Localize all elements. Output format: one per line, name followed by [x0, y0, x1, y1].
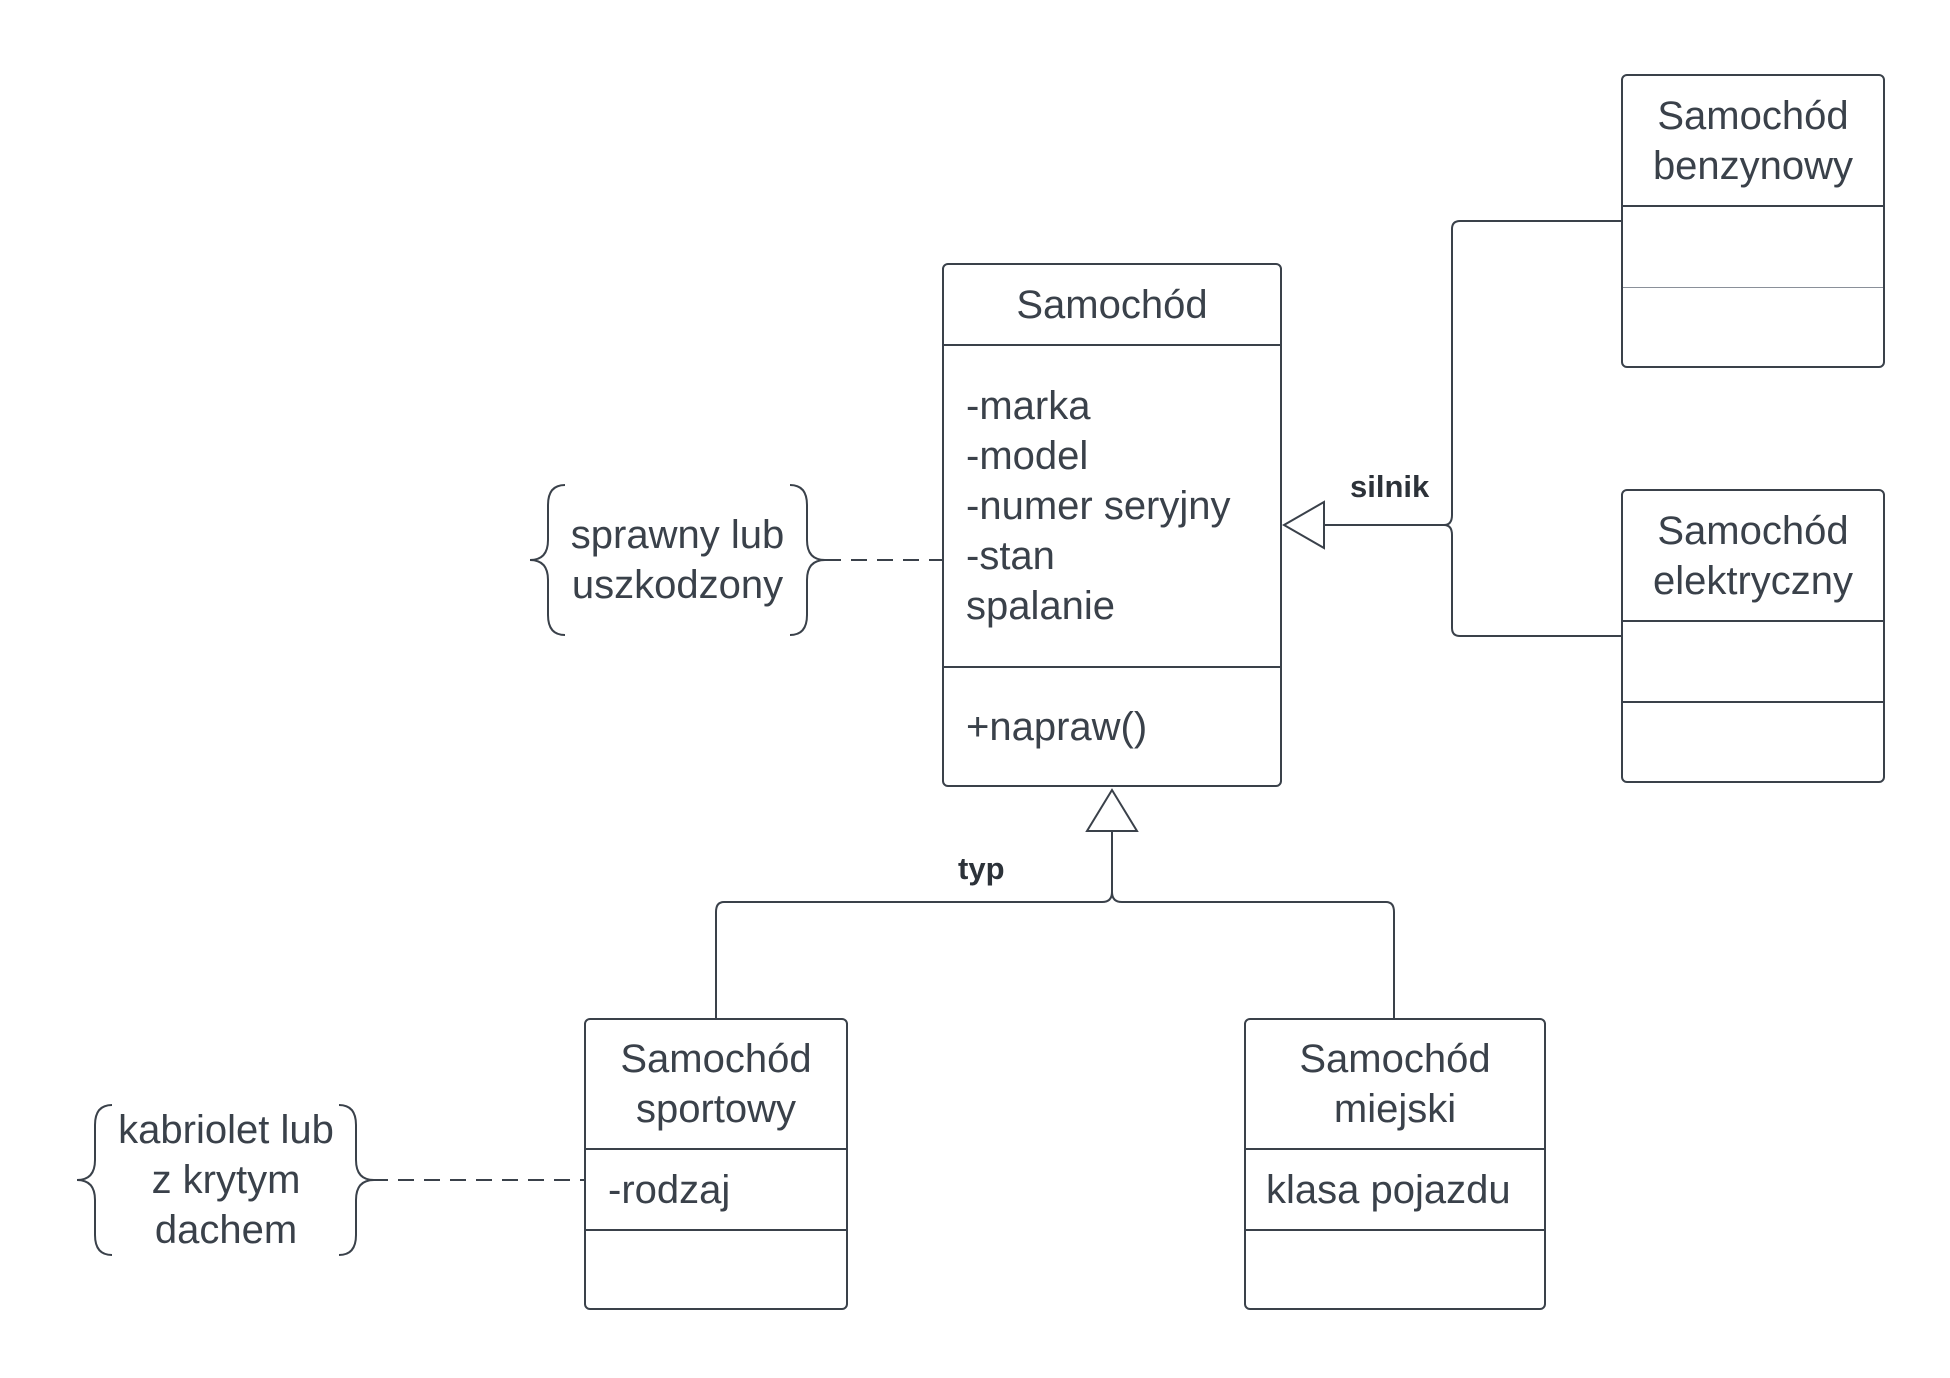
class-name-line-1: Samochód — [1299, 1037, 1491, 1081]
connector-miejski-to-samochod[interactable] — [1111, 891, 1395, 1018]
class-sportowy-attributes: -rodzaj — [586, 1150, 846, 1231]
class-elektryczny-name: Samochód elektryczny — [1623, 491, 1883, 622]
class-name-line-1: Samochód — [1657, 508, 1849, 553]
class-samochod-methods: +napraw() — [944, 668, 1280, 785]
attribute-numer-seryjny: -numer seryjny — [966, 484, 1231, 528]
class-name-line-2: elektryczny — [1652, 558, 1854, 603]
brace-right-rodzaj — [338, 1104, 375, 1256]
note-line-1: sprawny lub — [570, 513, 785, 557]
note-line-2: z krytym — [151, 1158, 301, 1202]
class-samochod-benzynowy[interactable]: Samochód benzynowy — [1621, 74, 1885, 368]
class-name-line-2: benzynowy — [1652, 143, 1854, 188]
method-napraw: +napraw() — [966, 704, 1148, 749]
class-benzynowy-attributes — [1623, 207, 1883, 288]
class-elektryczny-attributes — [1623, 622, 1883, 703]
brace-left-stan — [529, 484, 566, 636]
class-benzynowy-methods — [1623, 288, 1883, 366]
attribute-model: -model — [966, 434, 1089, 478]
class-sportowy-methods — [586, 1231, 846, 1308]
class-elektryczny-methods — [1623, 703, 1883, 781]
class-miejski-attributes: klasa pojazdu — [1246, 1150, 1544, 1231]
class-samochod-sportowy[interactable]: Samochód sportowy -rodzaj — [584, 1018, 848, 1310]
generalization-arrowhead-silnik — [1281, 500, 1325, 550]
note-line-3: dachem — [154, 1208, 298, 1252]
connector-benzynowy-to-samochod[interactable] — [1443, 220, 1621, 526]
class-name-line-2: sportowy — [635, 1087, 797, 1131]
class-name-line-2: miejski — [1333, 1087, 1457, 1131]
note-line-1: kabriolet lub — [118, 1108, 334, 1152]
class-name-line-1: Samochód — [1657, 93, 1849, 138]
class-name-line-1: Samochód — [620, 1037, 812, 1081]
brace-left-rodzaj — [76, 1104, 113, 1256]
attribute-marka: -marka — [966, 384, 1091, 428]
note-stan[interactable]: sprawny lub uszkodzony — [555, 498, 800, 622]
note-line-2: uszkodzony — [571, 563, 784, 607]
connector-label-typ: typ — [958, 851, 1005, 886]
class-samochod-miejski[interactable]: Samochód miejski klasa pojazdu — [1244, 1018, 1546, 1310]
connector-elektryczny-to-samochod[interactable] — [1443, 524, 1621, 637]
class-miejski-methods — [1246, 1231, 1544, 1308]
attribute-stan: -stan — [966, 534, 1055, 578]
connector-label-silnik: silnik — [1350, 469, 1430, 504]
class-samochod[interactable]: Samochód -marka -model -numer seryjny -s… — [942, 263, 1282, 787]
class-samochod-elektryczny[interactable]: Samochód elektryczny — [1621, 489, 1885, 783]
attribute-rodzaj: -rodzaj — [608, 1167, 731, 1212]
brace-right-stan — [789, 484, 826, 636]
class-name-text: Samochód — [1016, 282, 1208, 327]
class-miejski-name: Samochód miejski — [1246, 1020, 1544, 1150]
class-benzynowy-name: Samochód benzynowy — [1623, 76, 1883, 207]
class-samochod-attributes: -marka -model -numer seryjny -stan spala… — [944, 346, 1280, 668]
attribute-spalanie: spalanie — [966, 584, 1116, 628]
attribute-klasa-pojazdu: klasa pojazdu — [1266, 1167, 1511, 1212]
class-samochod-name: Samochód — [944, 265, 1280, 346]
generalization-arrowhead-typ — [1085, 788, 1139, 832]
class-sportowy-name: Samochód sportowy — [586, 1020, 846, 1150]
note-rodzaj[interactable]: kabriolet lub z krytym dachem — [100, 1100, 352, 1260]
connector-sportowy-to-samochod[interactable] — [715, 831, 1113, 1018]
